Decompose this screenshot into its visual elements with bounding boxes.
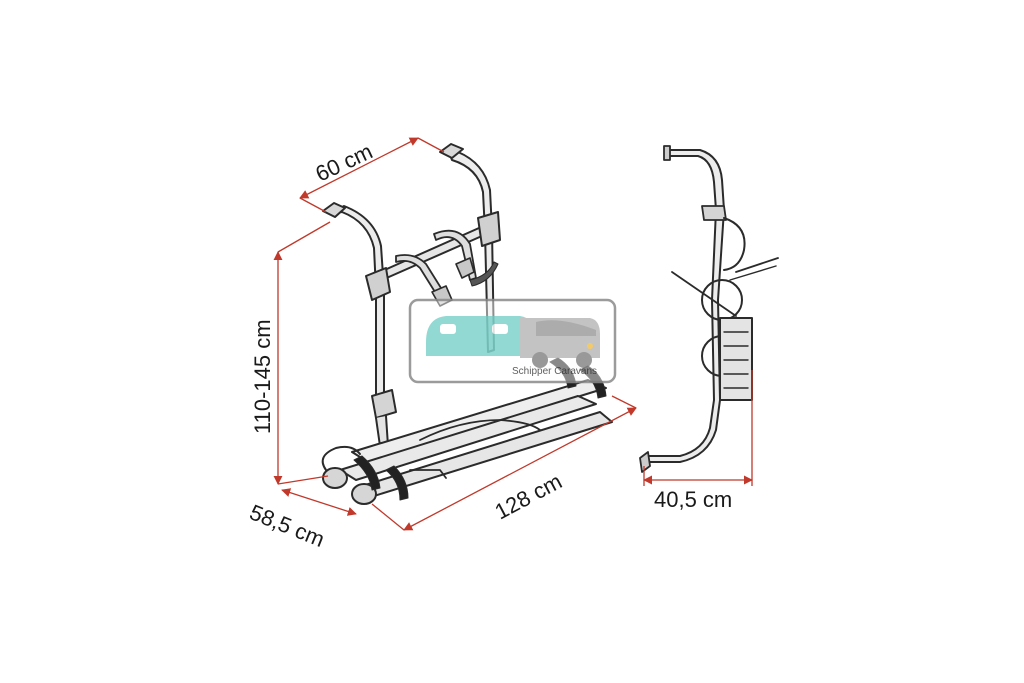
caravan-icon — [426, 316, 534, 356]
strap — [469, 261, 499, 287]
dim-line-length — [403, 407, 637, 531]
side-arm — [723, 217, 746, 271]
motorhome-wheel — [532, 352, 548, 368]
left-top-mount — [322, 202, 346, 218]
side-top-hook — [663, 145, 671, 161]
side-platform-details — [723, 331, 749, 389]
side-wheel-ring — [701, 279, 743, 321]
dim-label-depth: 58,5 cm — [246, 499, 328, 551]
dim-label-width: 60 cm — [312, 139, 377, 187]
right-hinge-block — [477, 211, 501, 247]
dimension-lines — [273, 137, 753, 531]
side-bracket — [701, 205, 727, 221]
watermark-text: Schipper Caravans — [512, 366, 597, 377]
dim-label-length: 128 cm — [491, 468, 566, 524]
tray-loop — [321, 445, 361, 471]
tray-end-left — [322, 467, 348, 489]
motorhome-wheel-2 — [576, 352, 592, 368]
left-hinge-block — [365, 267, 391, 301]
carrier-side-view — [639, 145, 779, 473]
dim-line-width — [299, 137, 419, 199]
right-top-mount — [439, 143, 464, 159]
lower-left-bracket — [371, 389, 397, 419]
dim-label-side-depth: 40,5 cm — [654, 487, 732, 512]
left-upright-tube — [332, 205, 385, 405]
dim-line-depth — [281, 488, 357, 516]
wheel-strap — [353, 455, 381, 491]
side-bottom-hook — [639, 451, 651, 473]
watermark-logo: Schipper Caravans — [408, 298, 617, 384]
side-upright-tube — [647, 149, 725, 463]
side-holder-line-3 — [729, 265, 777, 281]
frame-clamp-2 — [455, 257, 475, 279]
wheel-strap-3 — [549, 357, 577, 389]
dim-label-height: 110-145 cm — [250, 319, 275, 434]
side-holder-line — [671, 271, 737, 317]
side-holder-line-2 — [735, 257, 779, 273]
